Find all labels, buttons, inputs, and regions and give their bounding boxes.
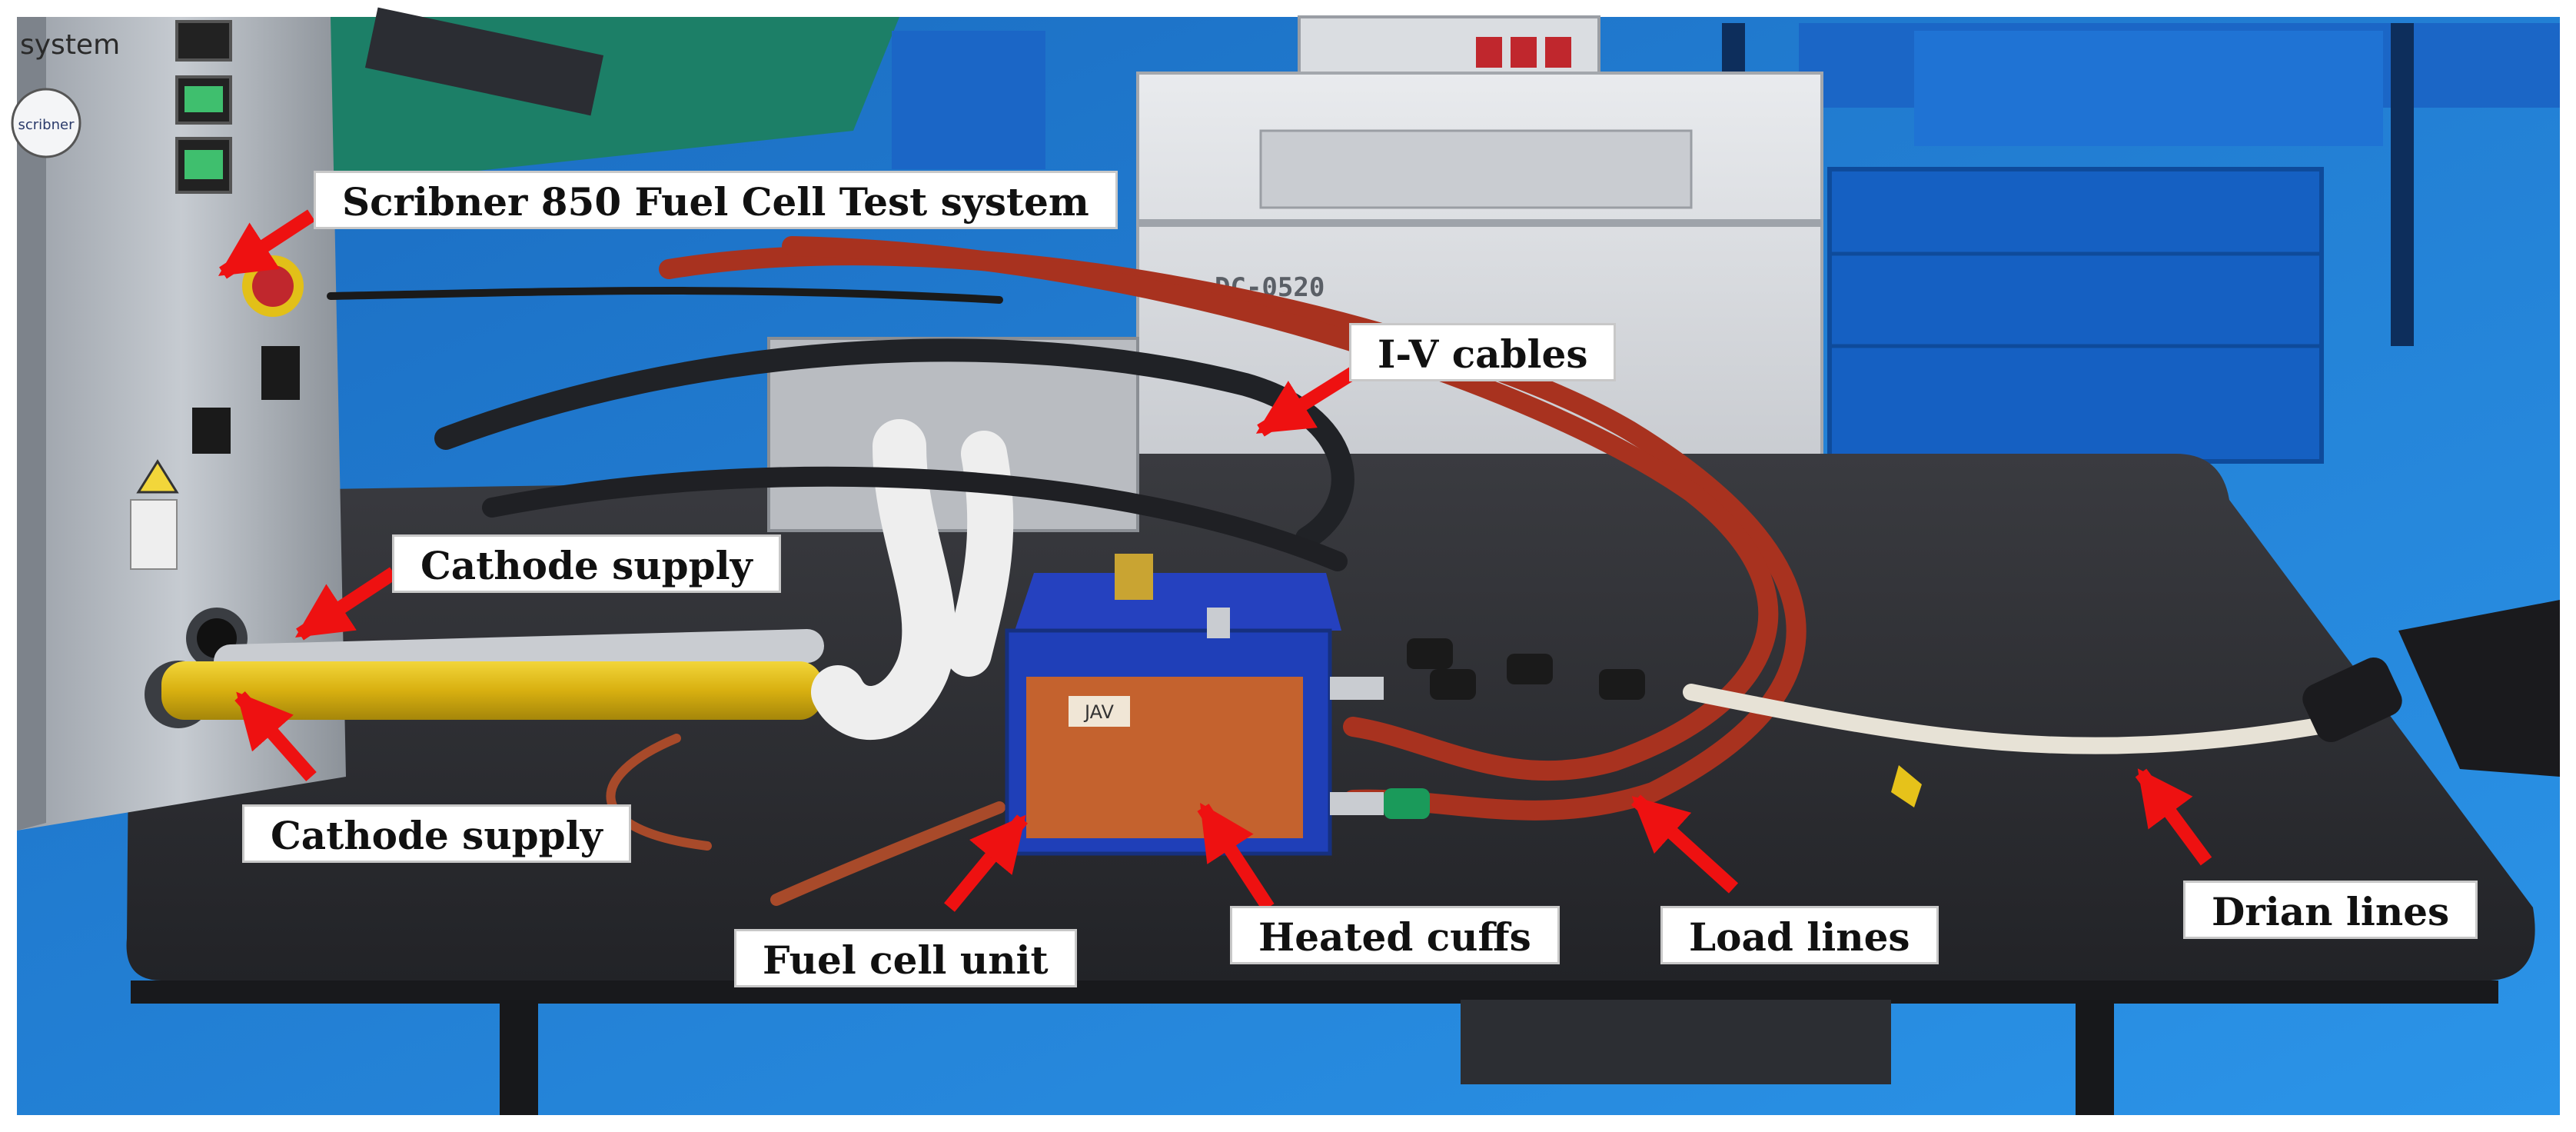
label-fuel-cell-unit: Fuel cell unit — [734, 929, 1077, 987]
label-test-system: Scribner 850 Fuel Cell Test system — [314, 171, 1118, 229]
arrow-cathode-lower — [234, 691, 317, 781]
fuel-cell-unit-image: JAV — [1005, 554, 1341, 856]
arrows — [218, 209, 2212, 912]
brand-text: scribner — [18, 117, 75, 133]
arrow-drain-lines — [2135, 768, 2212, 866]
system-text: system — [20, 29, 120, 61]
arrow-iv-cables — [1255, 367, 1357, 437]
label-heated-cuffs: Heated cuffs — [1230, 906, 1560, 964]
arrow-load-lines — [1630, 794, 1739, 894]
cell-tag-text: JAV — [1083, 701, 1115, 723]
arrow-cathode-upper — [294, 567, 397, 641]
background-crates — [1722, 23, 2560, 464]
fittings — [1330, 638, 1645, 819]
label-cathode-supply-upper: Cathode supply — [392, 534, 781, 593]
label-cathode-supply-lower: Cathode supply — [242, 804, 631, 863]
label-iv-cables: I-V cables — [1349, 323, 1617, 381]
drain-line — [1683, 684, 2345, 754]
label-drain-lines: Drian lines — [2183, 881, 2478, 939]
label-load-lines: Load lines — [1660, 906, 1939, 964]
yellow-cathode-hose — [161, 661, 823, 720]
arrow-test-system — [218, 209, 315, 279]
cables — [327, 236, 1807, 906]
arrow-heated-cuffs — [1197, 802, 1275, 911]
arrow-fuel-cell — [944, 814, 1028, 912]
scribner-cabinet: scribner system — [11, 17, 346, 831]
